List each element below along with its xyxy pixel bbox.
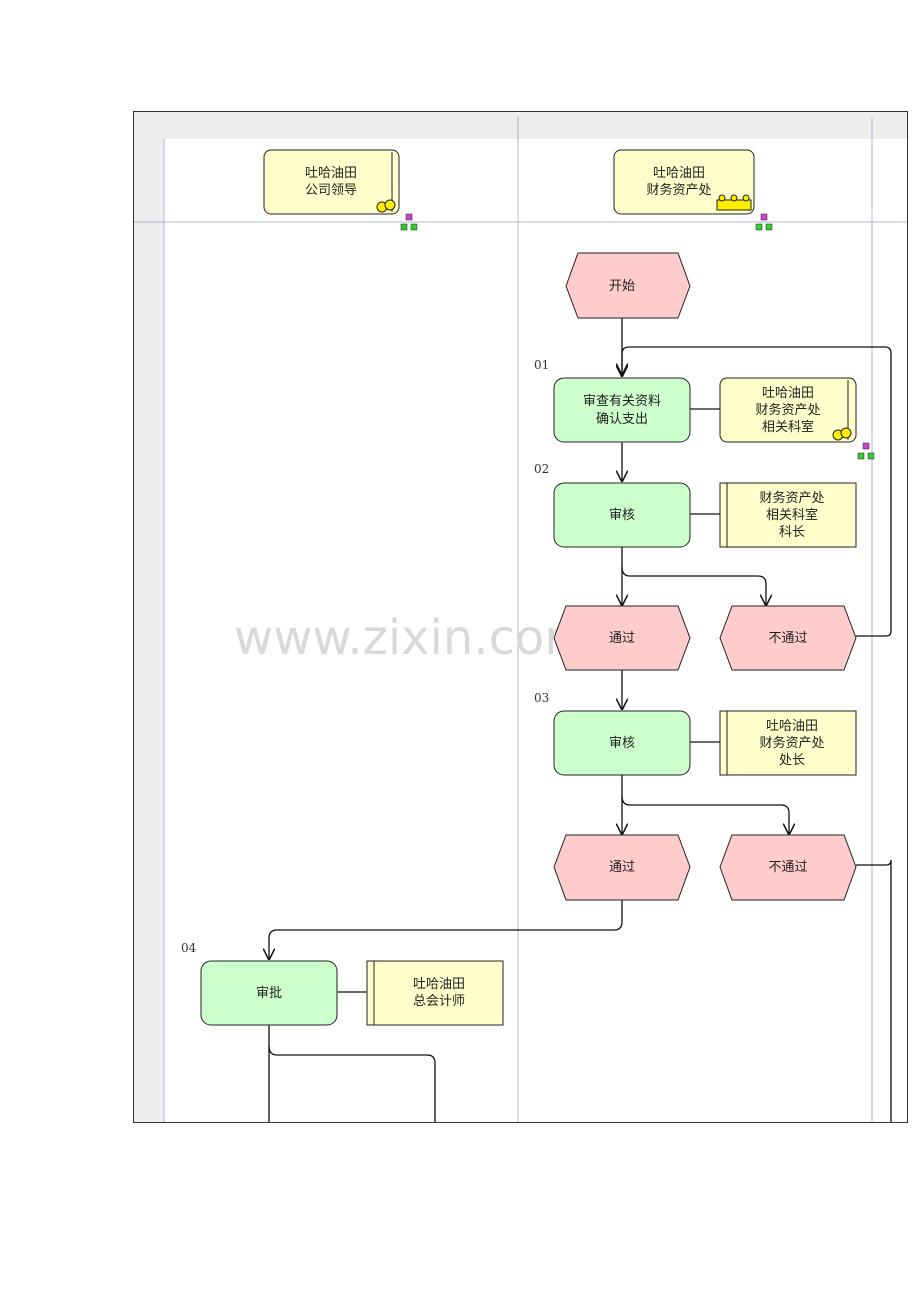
event-pass-1: 通过	[553, 605, 691, 671]
role-label: 吐哈油田	[766, 719, 818, 734]
step-number: 01	[534, 358, 549, 372]
event-label: 通过	[609, 860, 635, 875]
role-label: 财务资产处	[755, 402, 820, 418]
role-label: 处长	[779, 753, 805, 768]
process-diagram: www.zixin.com.cn 吐哈油田 公司领导 吐哈油田 财务资产处	[134, 112, 907, 1122]
hierarchy-icon	[400, 213, 418, 231]
role-step-02: 财务资产处 相关科室 科长	[719, 482, 857, 548]
function-step-04: 审批	[200, 960, 338, 1026]
people-icon	[376, 199, 396, 213]
org-unit-company-leaders: 吐哈油田 公司领导	[263, 149, 400, 215]
role-step-04: 吐哈油田 总会计师	[366, 960, 504, 1026]
role-label: 相关科室	[766, 507, 818, 523]
event-pass-2: 通过	[553, 834, 691, 901]
role-label: 吐哈油田	[413, 977, 465, 992]
event-start: 开始	[565, 252, 691, 319]
diagram-frame: www.zixin.com.cn 吐哈油田 公司领导 吐哈油田 财务资产处	[133, 111, 908, 1123]
function-label: 确认支出	[596, 412, 648, 427]
function-step-01: 审查有关资料 确认支出	[553, 377, 691, 443]
org-unit-line1: 吐哈油田	[653, 166, 705, 181]
event-fail-1: 不通过	[719, 605, 857, 671]
event-label: 不通过	[768, 631, 807, 646]
role-step-01: 吐哈油田 财务资产处 相关科室	[719, 377, 857, 443]
org-unit-line2: 财务资产处	[646, 182, 711, 198]
step-number: 03	[534, 691, 549, 705]
role-label: 财务资产处	[759, 735, 824, 751]
role-label: 相关科室	[762, 419, 814, 435]
org-unit-line2: 公司领导	[305, 183, 357, 198]
top-header-strip	[134, 112, 907, 139]
function-step-03: 审核	[553, 710, 691, 776]
left-header-strip	[134, 112, 164, 1122]
function-label: 审批	[256, 986, 282, 1001]
role-label: 总会计师	[413, 994, 465, 1009]
function-label: 审核	[609, 508, 635, 523]
event-label: 不通过	[768, 860, 807, 875]
event-fail-2: 不通过	[719, 834, 857, 901]
event-label: 通过	[609, 631, 635, 646]
hierarchy-icon	[755, 213, 773, 231]
role-label: 科长	[779, 525, 805, 540]
event-label: 开始	[609, 279, 635, 294]
role-label: 财务资产处	[759, 490, 824, 506]
group-icon	[716, 194, 752, 211]
step-number: 02	[534, 462, 549, 476]
role-label: 吐哈油田	[762, 386, 814, 401]
org-unit-line1: 吐哈油田	[305, 166, 357, 181]
org-unit-finance-dept: 吐哈油田 财务资产处	[613, 149, 755, 215]
role-step-03: 吐哈油田 财务资产处 处长	[719, 710, 857, 776]
function-label: 审核	[609, 736, 635, 751]
step-number: 04	[181, 941, 197, 955]
hierarchy-icon	[857, 442, 875, 460]
connectors	[269, 318, 892, 1122]
function-step-02: 审核	[553, 482, 691, 548]
function-label: 审查有关资料	[583, 394, 661, 409]
people-icon	[832, 427, 852, 441]
